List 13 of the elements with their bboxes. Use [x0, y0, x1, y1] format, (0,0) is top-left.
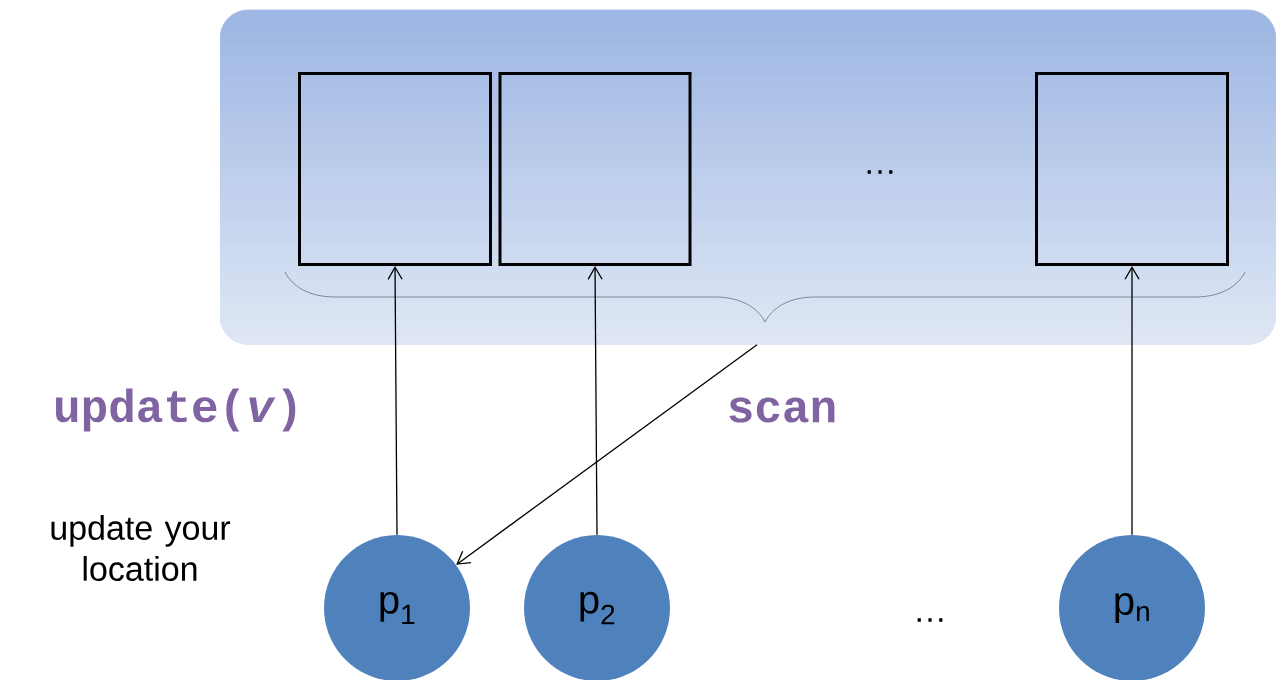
- cell-box: [498, 72, 692, 266]
- arrow: [387, 266, 403, 536]
- ellipsis: …: [867, 170, 893, 174]
- cell-box: [298, 72, 492, 266]
- arrow: [1124, 266, 1140, 536]
- band: [220, 9, 1276, 345]
- arrow: [456, 344, 758, 565]
- code-label: update(v): [56, 388, 296, 432]
- code-label: scan: [729, 397, 835, 423]
- cell-box: [1035, 72, 1229, 266]
- arrow: [587, 266, 603, 536]
- note-text: update your location: [51, 515, 231, 581]
- ellipsis: …: [917, 618, 943, 622]
